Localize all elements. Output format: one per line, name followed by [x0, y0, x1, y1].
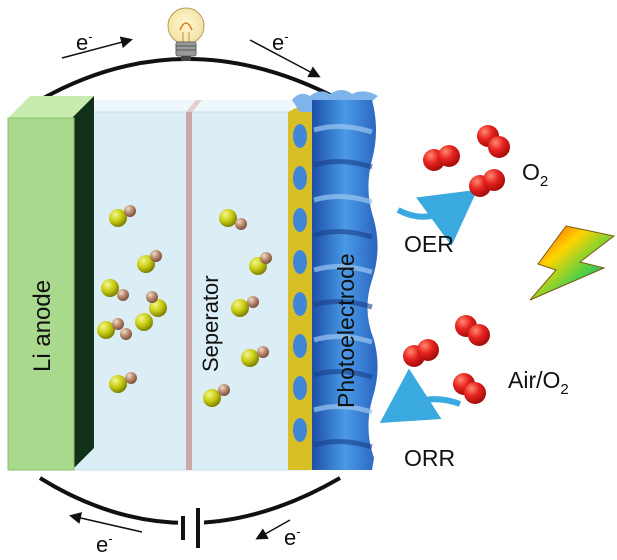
air-o2-label: Air/O2: [508, 367, 569, 398]
ion-pair: [120, 313, 153, 340]
electron-arrow-top-left: [61, 36, 133, 59]
ion-pair: [109, 205, 136, 227]
orr-label: ORR: [404, 445, 455, 471]
oer-arrow: [396, 189, 478, 246]
light-bulb-icon: [167, 7, 205, 61]
ion-pair: [137, 250, 162, 273]
ion-pair: [249, 252, 272, 275]
photoelectrode: [288, 90, 378, 470]
o2-molecule: [423, 145, 460, 171]
anode-label: Li anode: [29, 280, 56, 372]
ion-pair: [203, 384, 230, 407]
o2-molecule: [455, 315, 490, 346]
ion-pair: [97, 318, 124, 339]
lightning-icon: [529, 225, 616, 301]
ion-pair: [241, 346, 269, 367]
photoelectrode-label: Photoelectrode: [333, 253, 359, 408]
electron-arrow-top-right: [249, 39, 321, 78]
electron-arrow-bottom-left: [69, 512, 143, 533]
separator-label: Seperator: [198, 275, 223, 372]
circuit-top-wire: [39, 57, 341, 102]
battery-icon: [178, 508, 204, 548]
ion-pair: [146, 291, 167, 317]
ion-pair: [109, 372, 137, 393]
o2-molecule: [469, 169, 505, 197]
oxygen-molecules-bottom: [403, 315, 490, 404]
electron-label-top-left: e-: [76, 29, 93, 55]
separator-membrane: [186, 100, 202, 470]
electron-arrow-bottom-right: [255, 519, 291, 540]
oxygen-molecules-top: [423, 125, 510, 197]
ion-pair: [231, 296, 259, 317]
o2-label: O2: [522, 159, 548, 190]
electron-label-bottom-left: e-: [96, 531, 113, 557]
ion-pair: [219, 209, 247, 230]
li-anode: [7, 96, 94, 471]
o2-molecule: [477, 125, 510, 158]
electron-label-top-right: e-: [272, 29, 289, 55]
oer-label: OER: [404, 231, 454, 257]
o2-molecule: [453, 373, 486, 404]
electron-label-bottom-right: e-: [284, 524, 301, 550]
orr-arrow: [379, 368, 462, 423]
ion-pair: [101, 279, 129, 301]
o2-molecule: [403, 339, 439, 367]
ion-pairs: [97, 205, 272, 407]
